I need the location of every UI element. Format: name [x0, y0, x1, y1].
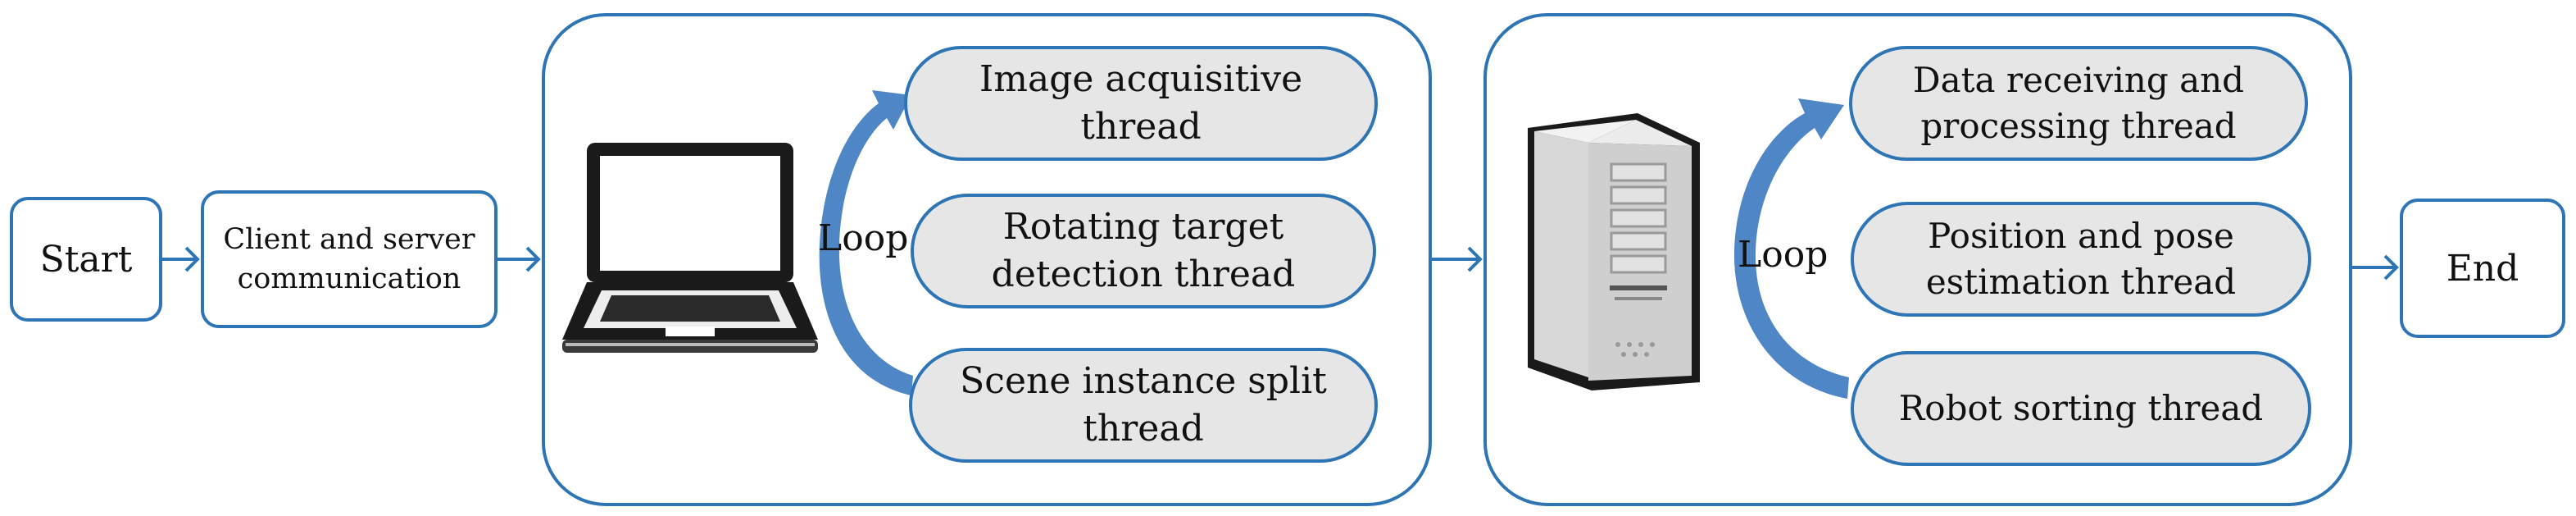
- end-node: End: [2400, 199, 2565, 338]
- server-icon: [1528, 113, 1700, 390]
- client-server-communication-node: Client and server communication: [201, 190, 497, 328]
- loop-label-server: Loop: [1738, 234, 1829, 276]
- thread-position-pose-estimation: Position and pose estimation thread: [1851, 202, 2311, 317]
- thread-label: Position and pose estimation thread: [1925, 216, 2237, 302]
- loop-arrow-server: [1733, 98, 1849, 399]
- start-label: Start: [39, 238, 133, 281]
- thread-label: Scene instance split thread: [960, 360, 1327, 450]
- thread-data-receiving-processing: Data receiving and processing thread: [1849, 46, 2308, 161]
- thread-scene-instance-split: Scene instance split thread: [909, 348, 1378, 463]
- loop-arrow-client: [819, 90, 913, 395]
- thread-robot-sorting: Robot sorting thread: [1851, 351, 2311, 466]
- loop-label-client: Loop: [818, 217, 909, 259]
- thread-image-acquisitive: Image acquisitive thread: [904, 46, 1378, 161]
- end-label: End: [2446, 247, 2519, 290]
- thread-label: Robot sorting thread: [1898, 388, 2264, 428]
- laptop-icon: [562, 143, 818, 353]
- thread-label: Image acquisitive thread: [979, 58, 1303, 148]
- client-server-communication-label: Client and server communication: [223, 223, 475, 295]
- thread-rotating-target-detection: Rotating target detection thread: [911, 194, 1376, 308]
- thread-label: Data receiving and processing thread: [1912, 60, 2245, 146]
- start-node: Start: [10, 197, 162, 322]
- thread-label: Rotating target detection thread: [991, 206, 1296, 295]
